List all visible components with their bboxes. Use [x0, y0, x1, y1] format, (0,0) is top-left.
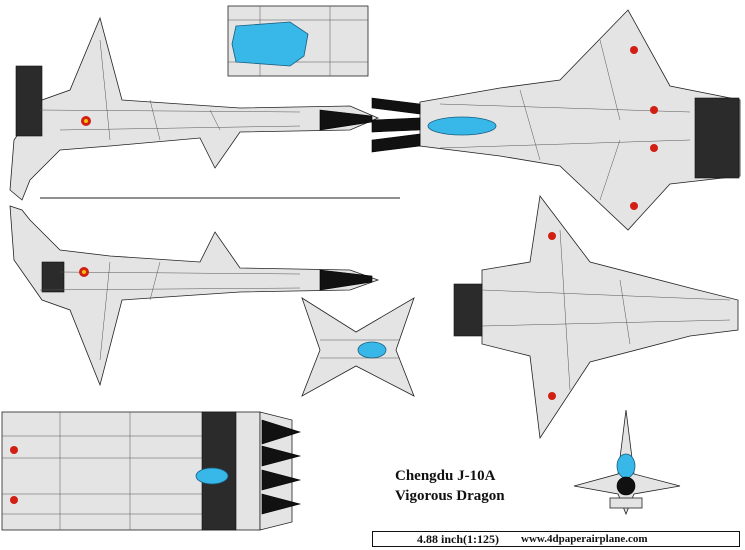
insignia-star-icon [630, 202, 638, 210]
scale-label: 4.88 inch(1:125) [417, 531, 499, 546]
insignia-star-icon [548, 392, 556, 400]
top-view-lower-part [453, 195, 739, 440]
underside-part [1, 411, 302, 531]
insignia-star-icon [10, 496, 18, 504]
insignia-star-icon [10, 446, 18, 454]
footer-bar: 4.88 inch(1:125) www.4dpaperairplane.com [372, 531, 740, 547]
model-name: Chengdu J-10A [395, 468, 496, 484]
front-view-drawing [573, 409, 681, 516]
title-block: Chengdu J-10A Vigorous Dragon [395, 466, 505, 506]
insignia-star-icon [630, 46, 638, 54]
insignia-star-icon [650, 106, 658, 114]
nose-section-part [301, 297, 415, 397]
side-view-lower-part [9, 205, 380, 387]
top-view-upper-part [371, 9, 741, 231]
website-label: www.4dpaperairplane.com [521, 533, 648, 545]
insignia-star-icon [548, 232, 556, 240]
side-view-upper-part [9, 16, 380, 201]
canopy-panel [227, 5, 369, 77]
insignia-star-icon [650, 144, 658, 152]
model-nickname: Vigorous Dragon [395, 488, 505, 504]
